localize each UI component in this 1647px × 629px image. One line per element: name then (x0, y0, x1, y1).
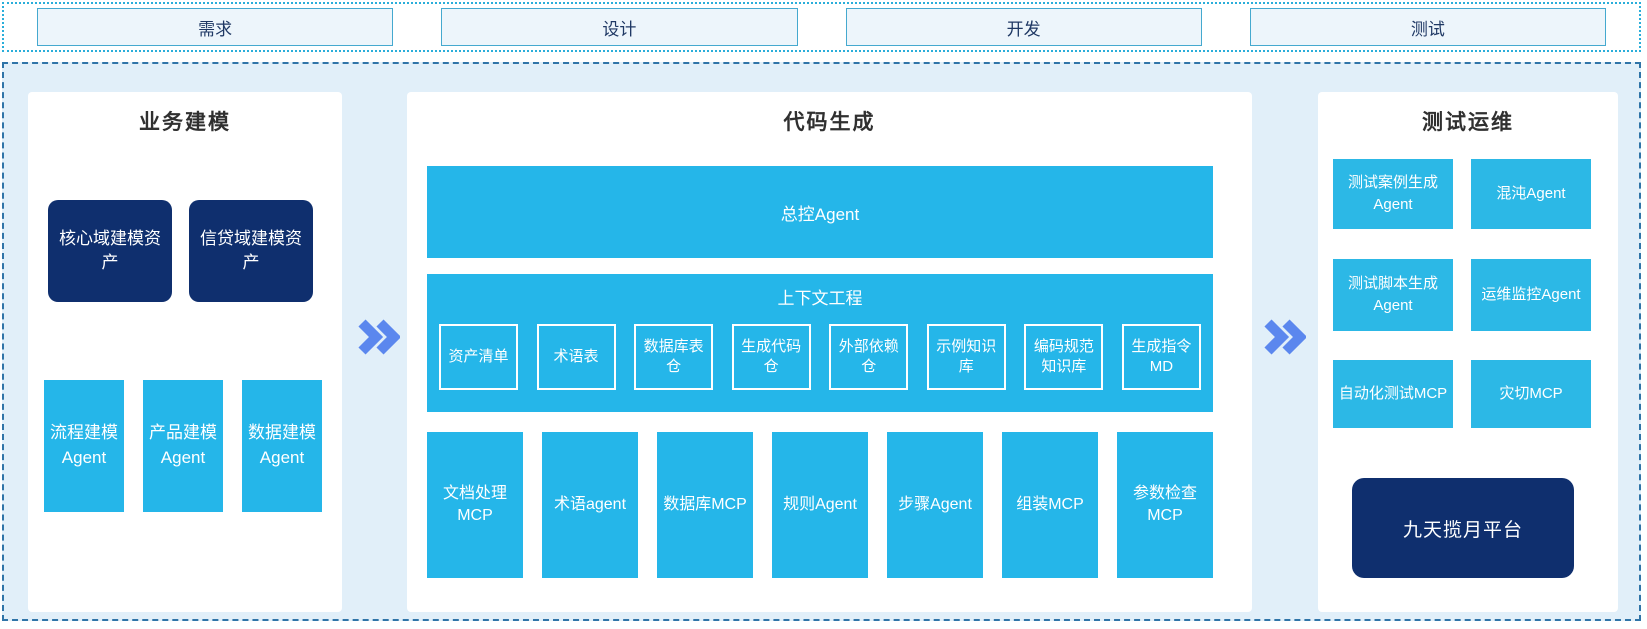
node-disaster-switch-mcp: 灾切MCP (1471, 360, 1591, 428)
node-core-domain-assets: 核心域建模资产 (48, 200, 172, 302)
node-assembly-mcp: 组装MCP (1002, 432, 1098, 578)
context-engineering-label: 上下文工程 (777, 289, 863, 308)
node-db-table-repo: 数据库表仓 (634, 324, 714, 390)
double-chevron-icon (358, 319, 400, 355)
node-product-modeling-agent: 产品建模Agent (143, 380, 223, 512)
node-rule-agent: 规则Agent (772, 432, 868, 578)
node-automated-test-mcp: 自动化测试MCP (1333, 360, 1453, 428)
node-process-modeling-agent: 流程建模Agent (44, 380, 124, 512)
node-credit-domain-assets: 信贷域建模资产 (189, 200, 313, 302)
node-coding-standard-kb: 编码规范知识库 (1024, 324, 1104, 390)
node-generation-instruction-md: 生成指令MD (1121, 324, 1201, 390)
panel-title-business: 业务建模 (139, 111, 231, 134)
panel-title-testops: 测试运维 (1422, 111, 1514, 134)
node-glossary-agent: 术语agent (542, 432, 638, 578)
double-chevron-icon (1264, 319, 1306, 355)
node-ops-monitoring-agent: 运维监控Agent (1471, 259, 1591, 331)
node-test-case-gen-agent: 测试案例生成Agent (1333, 159, 1453, 229)
panel-code-generation: 代码生成 总控Agent 上下文工程 资产清单 术语表 数据库表仓 生成代码仓 … (407, 92, 1252, 612)
phase-design: 设计 (441, 8, 798, 46)
phase-testing: 测试 (1249, 8, 1606, 46)
phase-requirements: 需求 (37, 8, 394, 46)
node-param-check-mcp: 参数检查MCP (1117, 432, 1213, 578)
phase-development: 开发 (845, 8, 1202, 46)
node-generated-code-repo: 生成代码仓 (731, 324, 811, 390)
node-example-kb: 示例知识库 (926, 324, 1006, 390)
node-chaos-agent: 混沌Agent (1471, 159, 1591, 229)
node-external-deps-repo: 外部依赖仓 (829, 324, 909, 390)
node-master-agent: 总控Agent (427, 166, 1213, 258)
node-doc-processing-mcp: 文档处理MCP (427, 432, 523, 578)
main-canvas: 业务建模 核心域建模资产 信贷域建模资产 流程建模Agent 产品建模Agent… (2, 62, 1641, 621)
node-step-agent: 步骤Agent (887, 432, 983, 578)
node-test-script-gen-agent: 测试脚本生成Agent (1333, 259, 1453, 331)
group-context-engineering: 上下文工程 资产清单 术语表 数据库表仓 生成代码仓 外部依赖仓 示例知识库 编… (427, 274, 1213, 412)
panel-business-modeling: 业务建模 核心域建模资产 信贷域建模资产 流程建模Agent 产品建模Agent… (28, 92, 342, 612)
node-glossary: 术语表 (536, 324, 616, 390)
node-data-modeling-agent: 数据建模Agent (242, 380, 322, 512)
panel-test-ops: 测试运维 测试案例生成Agent 混沌Agent 测试脚本生成Agent 运维监… (1318, 92, 1618, 612)
context-items-row: 资产清单 术语表 数据库表仓 生成代码仓 外部依赖仓 示例知识库 编码规范知识库… (439, 324, 1201, 390)
node-asset-list: 资产清单 (439, 324, 518, 390)
panel-title-codegen: 代码生成 (783, 111, 876, 134)
tools-row: 文档处理MCP 术语agent 数据库MCP 规则Agent 步骤Agent 组… (427, 432, 1213, 578)
node-jiutian-lanyue-platform: 九天揽月平台 (1352, 478, 1574, 578)
flow-phase-strip: 需求 设计 开发 测试 (2, 2, 1641, 52)
node-database-mcp: 数据库MCP (657, 432, 753, 578)
